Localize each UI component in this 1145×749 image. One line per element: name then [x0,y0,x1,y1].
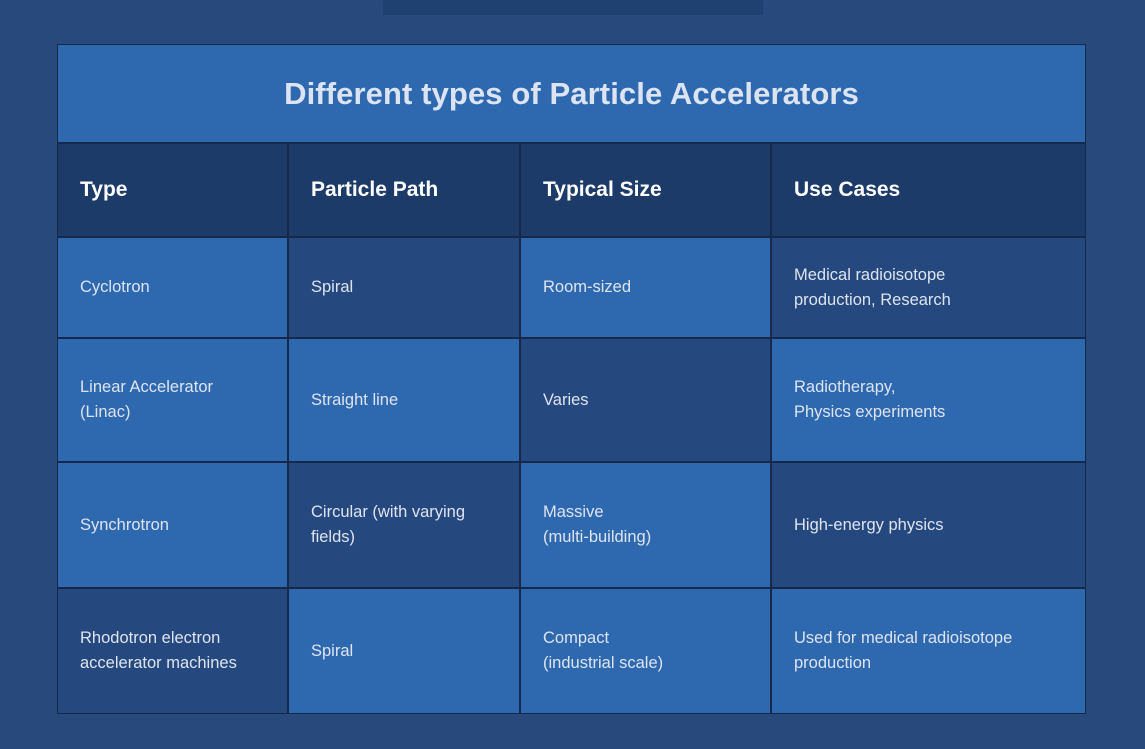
column-header-typical-size: Typical Size [521,144,772,238]
table-cell-particle-path: Spiral [289,589,521,713]
table-row: Linear Accelerator (Linac) Straight line… [58,339,1085,463]
table-cell-text: Compact (industrial scale) [543,629,664,672]
table-cell-typical-size: Compact (industrial scale) [521,589,772,713]
table-cell-text: Spiral [311,641,354,660]
table-cell-particle-path: Circular (with varying fields) [289,463,521,589]
top-decorative-strip [383,0,763,15]
table-header-row: Type Particle Path Typical Size Use Case… [58,144,1085,238]
table-cell-typical-size: Massive (multi-building) [521,463,772,589]
table-cell-particle-path: Straight line [289,339,521,463]
table-cell-text: Medical radioisotope production, Researc… [794,265,951,309]
table-row: Rhodotron electron accelerator machines … [58,589,1085,713]
table-row: Synchrotron Circular (with varying field… [58,463,1085,589]
table-cell-type: Rhodotron electron accelerator machines [58,589,289,713]
column-header-label: Type [80,178,128,201]
table-cell-text: Linear Accelerator (Linac) [80,378,213,421]
table-row: Cyclotron Spiral Room-sized Medical radi… [58,238,1085,339]
column-header-particle-path: Particle Path [289,144,521,238]
particle-accelerators-table: Different types of Particle Accelerators… [57,44,1086,714]
table-cell-text: Radiotherapy, Physics experiments [794,378,946,421]
table-cell-typical-size: Varies [521,339,772,463]
table-cell-use-cases: Used for medical radioisotope production [772,589,1085,713]
table-cell-use-cases: Medical radioisotope production, Researc… [772,238,1085,339]
table-cell-typical-size: Room-sized [521,238,772,339]
table-cell-type: Cyclotron [58,238,289,339]
table-cell-text: Spiral [311,278,354,296]
table-cell-text: Synchrotron [80,515,169,534]
table-cell-text: Massive (multi-building) [543,503,652,546]
table-title-band: Different types of Particle Accelerators [58,45,1085,144]
page-title: Different types of Particle Accelerators [284,75,859,111]
table-cell-text: High-energy physics [794,515,944,534]
table-cell-text: Cyclotron [80,278,150,296]
column-header-label: Particle Path [311,178,439,201]
table-cell-text: Room-sized [543,278,632,296]
table-cell-text: Rhodotron electron accelerator machines [80,629,237,672]
table-cell-type: Linear Accelerator (Linac) [58,339,289,463]
table-cell-text: Circular (with varying fields) [311,503,466,546]
column-header-label: Use Cases [794,178,901,201]
column-header-use-cases: Use Cases [772,144,1085,238]
table-cell-type: Synchrotron [58,463,289,589]
column-header-label: Typical Size [543,178,662,201]
table-cell-particle-path: Spiral [289,238,521,339]
table-cell-text: Varies [543,390,589,409]
column-header-type: Type [58,144,289,238]
table-cell-text: Straight line [311,390,399,409]
table-cell-use-cases: Radiotherapy, Physics experiments [772,339,1085,463]
table-cell-use-cases: High-energy physics [772,463,1085,589]
table-cell-text: Used for medical radioisotope production [794,629,1013,672]
